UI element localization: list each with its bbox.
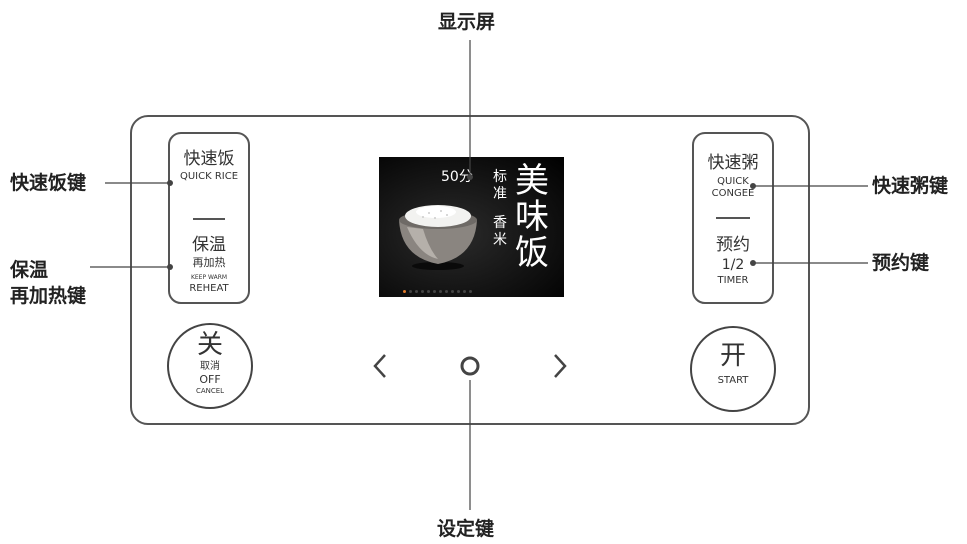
keep-warm-callout-line2: 再加热键 (10, 285, 87, 307)
start-button[interactable] (690, 326, 776, 412)
page-dot (433, 290, 436, 293)
next-button[interactable] (546, 350, 570, 382)
cancel-label-cn: 取消 (200, 361, 220, 372)
chevron-left-icon (373, 354, 386, 378)
start-label-cn: 开 (719, 341, 746, 371)
mode-char-1: 标 (493, 169, 507, 185)
quick-rice-callout: 快速饭键 (10, 172, 87, 194)
right-pill-divider (716, 217, 750, 219)
dish-char-2: 味 (515, 197, 549, 237)
setting-callout: 设定键 (437, 518, 495, 540)
quick-congee-button[interactable]: 快速粥 QUICK CONGEE (692, 152, 774, 204)
timer-half-label: 1/2 (721, 257, 745, 273)
timer-callout: 预约键 (872, 252, 930, 274)
page-dot (427, 290, 430, 293)
page-dot (445, 290, 448, 293)
circle-icon (460, 356, 480, 376)
off-label-cn: 关 (196, 330, 223, 360)
rice-char-1: 香 (493, 215, 507, 231)
left-pill-divider (193, 218, 225, 220)
set-button[interactable] (456, 352, 484, 380)
rice-bowl-image (399, 205, 477, 270)
reheat-label-en: REHEAT (189, 283, 229, 294)
quick-congee-label-cn: 快速粥 (707, 153, 759, 173)
page-dot-active (403, 290, 406, 293)
page-dot (421, 290, 424, 293)
page-dot (409, 290, 412, 293)
display-callout: 显示屏 (438, 11, 496, 33)
quick-label-en: QUICK (717, 176, 749, 187)
dish-char-3: 饭 (515, 233, 549, 273)
off-cancel-button[interactable] (167, 323, 253, 409)
quick-congee-callout: 快速粥键 (872, 175, 949, 197)
quick-rice-button[interactable]: 快速饭 QUICK RICE (168, 148, 250, 198)
timer-button[interactable]: 预约 1/2 TIMER (692, 234, 774, 294)
page-dot (469, 290, 472, 293)
keep-warm-button[interactable]: 保温 再加热 KEEP WARM REHEAT (168, 234, 250, 300)
page-dot (439, 290, 442, 293)
mode-char-2: 准 (493, 186, 507, 202)
timer-label-cn: 预约 (716, 235, 750, 255)
quick-rice-label-cn: 快速饭 (183, 149, 235, 169)
quick-rice-label-en: QUICK RICE (179, 171, 239, 182)
congee-label-en: CONGEE (711, 188, 755, 199)
off-label-en: OFF (199, 373, 221, 386)
right-button-pill (692, 132, 774, 304)
dish-char-1: 美 (515, 161, 549, 201)
page-dot (457, 290, 460, 293)
previous-button[interactable] (370, 350, 394, 382)
page-indicator (379, 157, 564, 297)
page-dot (451, 290, 454, 293)
page-dot (415, 290, 418, 293)
keep-warm-label-cn: 保温 (192, 235, 226, 255)
display-screen: 50分 标 准 香 米 美 味 饭 (379, 157, 564, 297)
cooking-time-text: 50分 (441, 169, 473, 185)
start-label-en: START (717, 375, 749, 386)
keep-warm-label-en: KEEP WARM (190, 274, 228, 281)
chevron-right-icon (554, 354, 567, 378)
page-dot (463, 290, 466, 293)
left-button-pill (168, 132, 250, 304)
keep-warm-callout-line1: 保温 (10, 259, 49, 281)
timer-label-en: TIMER (717, 275, 749, 286)
rice-char-2: 米 (493, 232, 507, 248)
cancel-label-en: CANCEL (195, 387, 225, 395)
reheat-label-cn: 再加热 (192, 256, 226, 269)
